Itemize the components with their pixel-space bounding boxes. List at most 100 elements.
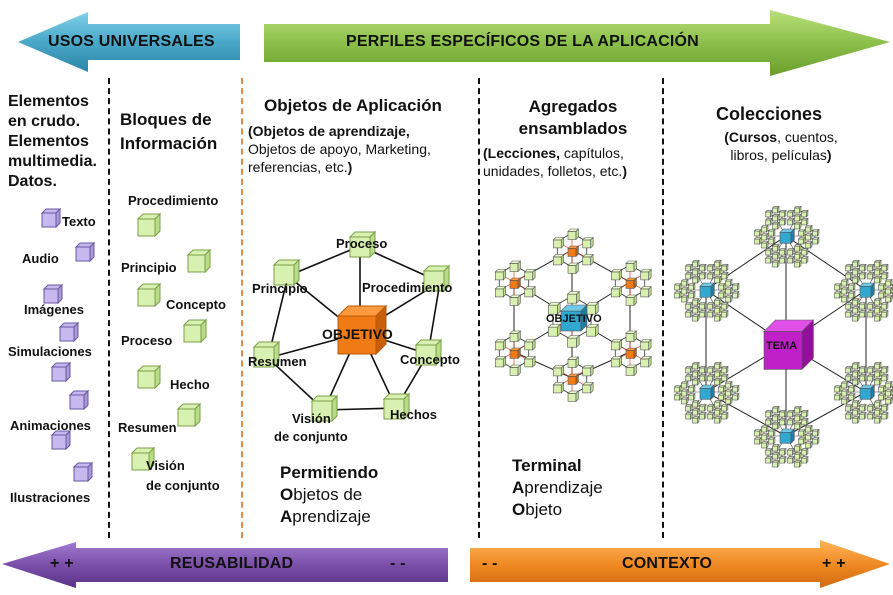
cube-mark [793,251,802,260]
cube-mark [680,278,689,287]
block-item: Principio [121,260,177,275]
cluster [673,380,696,405]
cube-mark [713,361,722,370]
cube-mark [625,364,638,377]
cube-mark [639,285,652,298]
cube-mark [797,228,806,237]
aggregates-sub-close: ) [622,163,627,179]
cube-mark [706,365,715,374]
cube-mark [778,447,787,456]
raw-title-line: en crudo. [8,113,81,130]
cube-mark [706,373,715,382]
cube-mark [786,217,795,226]
objects-subtitle: (Objetos de aprendizaje, Objetos de apoy… [248,122,476,176]
cube-mark [687,392,696,401]
objects-sub-rest: Objetos de apoyo, Marketing, referencias… [248,141,431,175]
raw-title-line: multimedia. [8,153,97,170]
cube-mark [753,236,762,245]
cube-mark [880,403,889,412]
sub-network [833,259,893,322]
cube-mark [713,259,722,268]
cube-mark [873,275,882,284]
cube-mark [523,285,536,298]
cube-mark [880,411,889,420]
raw-title-line: Datos. [8,173,57,190]
cube-mark [786,455,795,464]
cube-mark [793,405,802,414]
cube-mark [793,213,802,222]
cluster [877,278,893,303]
cube-mark [673,384,682,393]
cube-mark [793,243,802,252]
cube-mark [581,364,594,377]
cube-mark [713,313,722,322]
cluster [877,380,893,405]
cube-mark [691,305,700,314]
cube-mark [706,411,715,420]
cluster [706,297,729,322]
green-cube [136,212,162,238]
cube-mark [866,309,875,318]
cube-mark [884,294,893,303]
collection-center: TEMA [766,340,798,352]
cube-mark [858,263,867,272]
cube-mark [800,447,809,456]
cube-mark [713,305,722,314]
cube-mark [684,301,693,310]
cube-mark [811,436,820,445]
cube-mark [764,447,773,456]
cube-mark [764,455,773,464]
cube-mark [866,301,875,310]
cube-mark [797,428,806,437]
cube-mark [547,323,561,337]
cube-mark [833,282,842,291]
cube-mark [698,373,707,382]
cluster [552,356,594,403]
block-item: Visión [146,458,185,473]
aggregates-title-line: ensamblados [518,119,628,138]
cube-mark [724,380,733,389]
raw-item: Simulaciones [8,344,92,359]
cube-mark [625,277,638,290]
cluster [494,260,536,307]
raw-item: Imágenes [24,302,84,317]
cube-mark [764,417,773,426]
cube-mark [720,271,729,280]
cube-mark [833,392,842,401]
blocks-title-line: Información [120,134,218,153]
cube-mark [509,330,522,343]
cluster [866,297,889,322]
cube-mark [779,428,796,445]
cube-mark [880,301,889,310]
cluster [866,361,889,386]
cube-mark [811,228,820,237]
cube-mark [771,451,780,460]
green-cube [382,392,411,421]
cube-mark [851,297,860,306]
cube-mark [800,455,809,464]
cube-mark [698,309,707,318]
cube-mark [873,259,882,268]
cube-mark [691,377,700,386]
green-cube [186,248,212,274]
orange-arrow [470,540,890,588]
cube-mark [858,365,867,374]
cube-mark [786,409,795,418]
cube-mark [680,286,689,295]
collections-subtitle: (Cursos, cuentos, libros, películas) [706,128,856,164]
cube-mark [680,396,689,405]
collections-sub-bold: Cursos [728,129,778,145]
cube-mark [884,388,893,397]
cube-mark [851,305,860,314]
cluster [786,405,809,430]
cube-mark [804,424,813,433]
cube-mark [771,443,780,452]
cube-mark [764,217,773,226]
terminal-initial: A [512,478,525,497]
cube-mark [804,232,813,241]
cube-mark [552,381,565,394]
terminal-rest: bjeto [525,500,563,519]
cube-mark [800,409,809,418]
cube-mark [866,411,875,420]
cube-mark [713,415,722,424]
